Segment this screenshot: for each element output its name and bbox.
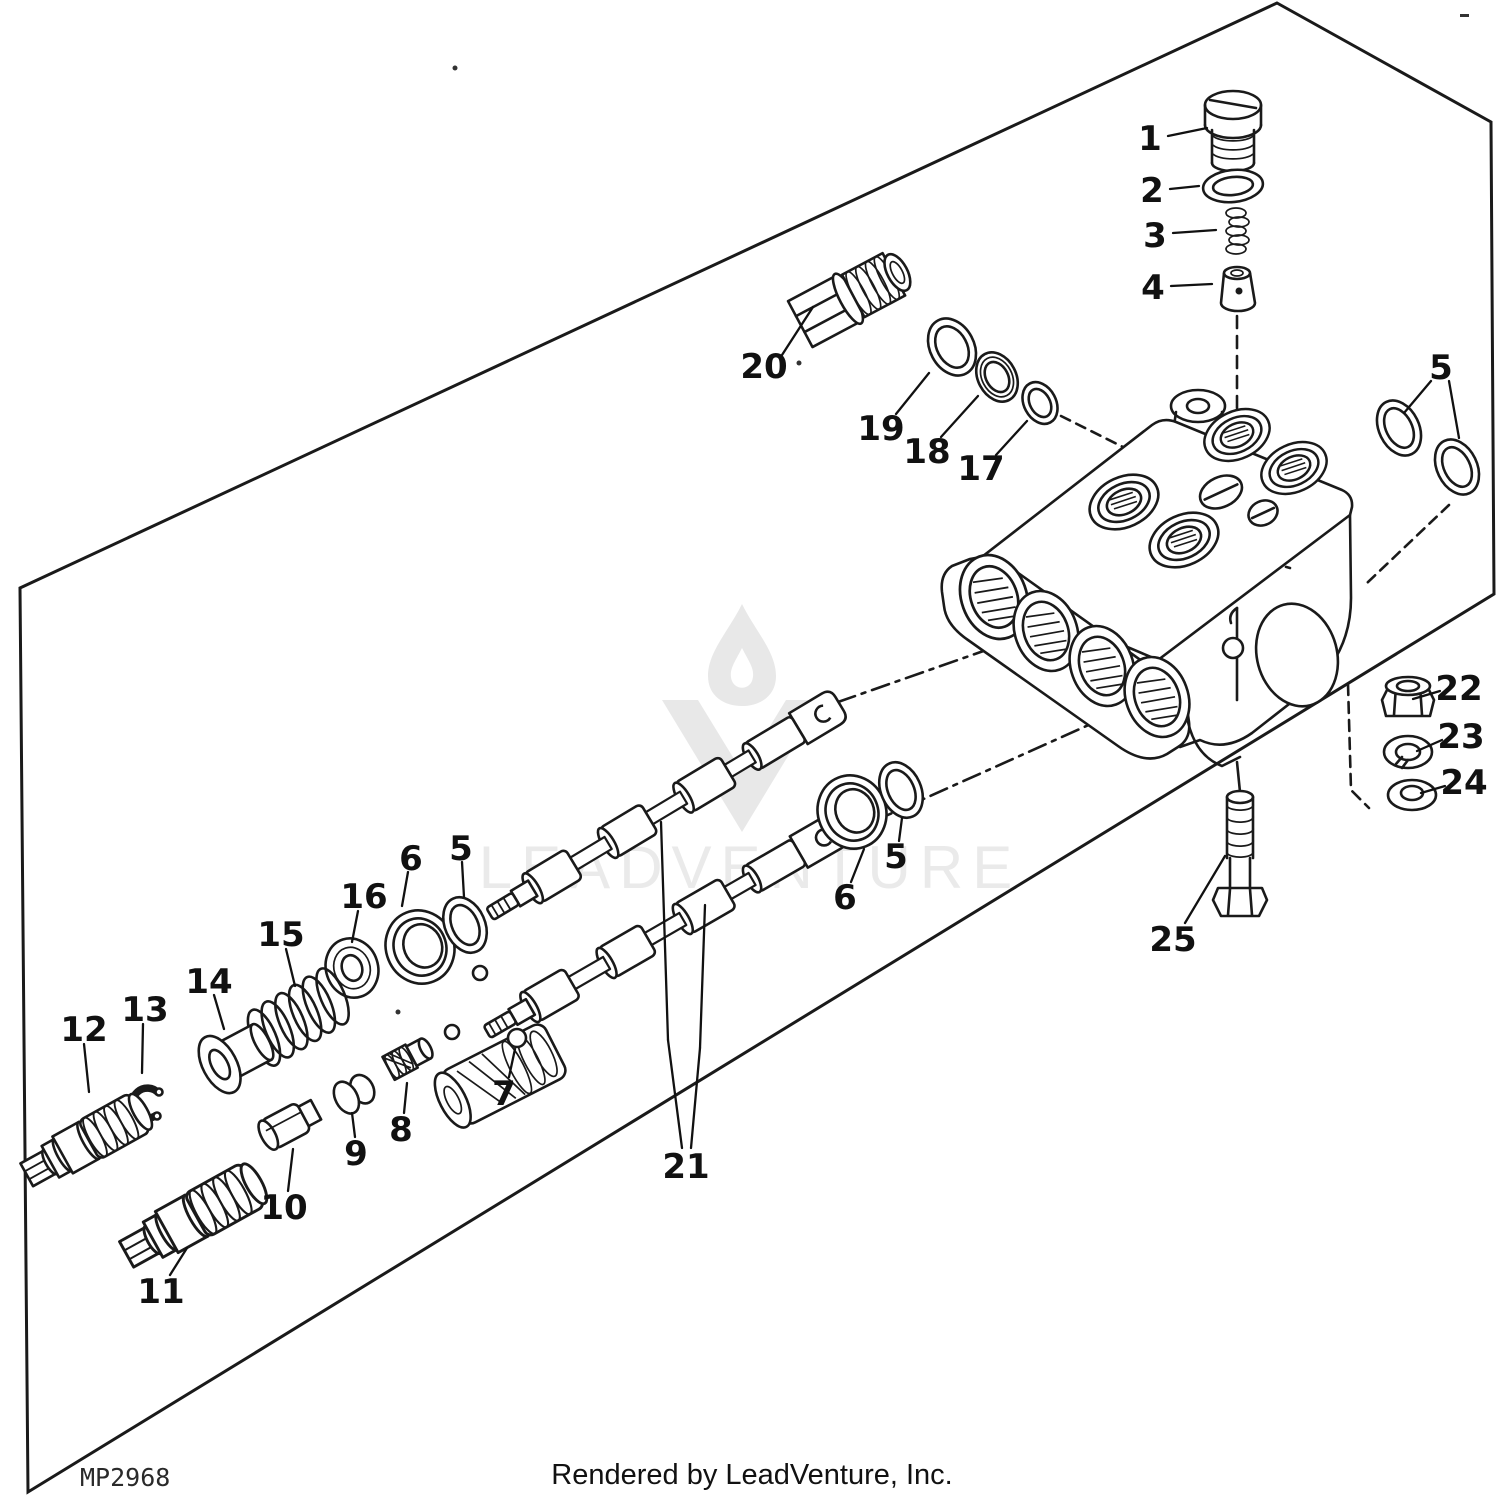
callout-number-21-13: 21 xyxy=(662,1147,709,1187)
leader-line-13 xyxy=(140,1022,145,1075)
part-1-plug xyxy=(1203,89,1263,173)
part-3-spring xyxy=(1225,207,1250,255)
part-22-nut xyxy=(1380,675,1436,718)
check-valve-end xyxy=(433,1023,567,1129)
detent-ball xyxy=(443,1023,461,1041)
leader-line-5 xyxy=(1402,379,1433,415)
callout-number-18-7: 18 xyxy=(903,432,950,472)
callout-number-8-15: 8 xyxy=(389,1110,413,1150)
callout-number-16-23: 16 xyxy=(340,877,387,917)
callout-number-1-0: 1 xyxy=(1138,119,1162,159)
border-plane xyxy=(18,1,1496,1495)
leader-line-19 xyxy=(894,371,931,416)
part-5-o-ring xyxy=(1367,391,1431,465)
callout-number-24-11: 24 xyxy=(1440,763,1487,803)
leader-line-10 xyxy=(286,1147,295,1193)
callout-number-14-21: 14 xyxy=(185,962,232,1002)
part-25-bolt xyxy=(1211,789,1269,918)
part-8-fitting xyxy=(381,1037,434,1082)
leader-line-12 xyxy=(82,1042,91,1094)
callout-number-3-2: 3 xyxy=(1143,216,1167,256)
leader-line-9 xyxy=(350,1111,357,1139)
callout-number-12-19: 12 xyxy=(60,1010,107,1050)
leader-line-21 xyxy=(666,1038,684,1150)
body-pin xyxy=(1221,606,1245,702)
part-19-ring xyxy=(926,317,978,377)
part-14-bushing xyxy=(197,1022,275,1095)
part-4-poppet xyxy=(1219,265,1257,313)
part-9-plunger xyxy=(332,1073,376,1115)
footer-credit: Rendered by LeadVenture, Inc. xyxy=(551,1459,952,1491)
callout-number-13-20: 13 xyxy=(121,990,168,1030)
leader-line-24 xyxy=(1419,784,1447,795)
leader-line-18 xyxy=(939,394,980,439)
callout-number-17-8: 17 xyxy=(957,449,1004,489)
leader-line-20 xyxy=(780,305,815,357)
callout-number-6-26: 6 xyxy=(833,878,857,918)
callout-number-25-12: 25 xyxy=(1149,920,1196,960)
callout-number-23-10: 23 xyxy=(1437,717,1484,757)
leader-line-15 xyxy=(284,947,297,988)
callout-number-5-27: 5 xyxy=(884,837,908,877)
leader-line-16 xyxy=(350,909,360,944)
part-24-washer xyxy=(1386,778,1438,812)
drawing-number: MP2968 xyxy=(80,1463,170,1492)
part-18-ring xyxy=(974,351,1020,403)
part-5-o-ring xyxy=(1425,430,1489,504)
callout-number-5-25: 5 xyxy=(449,829,473,869)
part-2-o-ring xyxy=(1201,168,1265,204)
leader-line-8 xyxy=(402,1081,409,1115)
reference-dots xyxy=(395,14,1469,1015)
part-17-ring xyxy=(1021,380,1059,426)
part-23-lock-washer xyxy=(1382,734,1434,770)
leader-line-14 xyxy=(212,993,226,1031)
leader-line-25 xyxy=(1183,854,1227,925)
part-12-relief-valve xyxy=(14,1087,159,1196)
callout-number-4-3: 4 xyxy=(1141,268,1165,308)
leader-line-7 xyxy=(507,1047,517,1079)
leader-line-6 xyxy=(400,870,410,908)
leader-line-21 xyxy=(698,903,707,1050)
leader-line-22 xyxy=(1411,689,1442,701)
part-10-plug xyxy=(257,1098,323,1151)
leader-line-17 xyxy=(994,419,1029,457)
callout-number-22-9: 22 xyxy=(1435,669,1482,709)
part-7-ball xyxy=(506,1027,528,1049)
leader-line-4 xyxy=(1169,282,1214,288)
leader-line-2 xyxy=(1168,184,1201,191)
leader-line-3 xyxy=(1171,228,1218,235)
leader-line-1 xyxy=(1166,126,1209,138)
leader-line-23 xyxy=(1415,738,1444,753)
callout-number-19-6: 19 xyxy=(857,409,904,449)
leader-line-21 xyxy=(689,1046,702,1150)
callout-number-6-24: 6 xyxy=(399,839,423,879)
callout-number-2-1: 2 xyxy=(1140,171,1164,211)
callout-number-15-22: 15 xyxy=(257,915,304,955)
callout-number-11-18: 11 xyxy=(137,1272,184,1312)
callout-number-9-16: 9 xyxy=(344,1134,368,1174)
leader-line-11 xyxy=(168,1246,189,1277)
part-20-hex-fitting xyxy=(786,251,912,349)
leader-line-5 xyxy=(1447,379,1461,440)
leader-line-21 xyxy=(659,820,670,1042)
callout-number-7-14: 7 xyxy=(492,1074,516,1114)
part-11-relief-valve xyxy=(113,1156,275,1278)
callout-number-20-5: 20 xyxy=(740,347,787,387)
valve-body xyxy=(940,388,1354,768)
callout-number-5-4: 5 xyxy=(1429,348,1453,388)
detent-ball xyxy=(471,964,489,982)
leader-line-6 xyxy=(849,847,866,884)
callout-number-10-17: 10 xyxy=(260,1188,307,1228)
leader-line-5 xyxy=(460,860,466,899)
leader-line-5 xyxy=(897,816,904,843)
